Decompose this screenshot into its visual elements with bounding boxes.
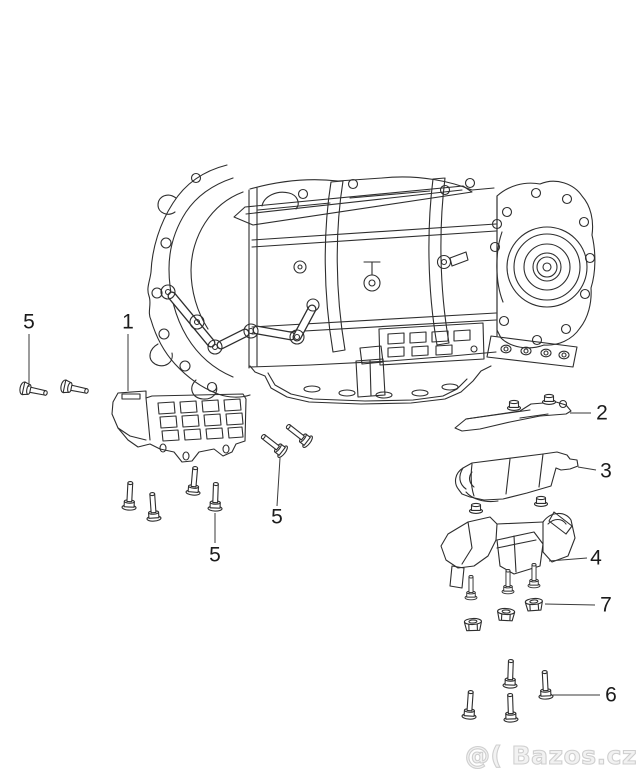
stud-bolt — [533, 495, 549, 507]
spacer-plate-part-2 — [454, 393, 572, 432]
oil-pan — [249, 345, 492, 405]
bolt — [461, 689, 479, 721]
bolt — [144, 491, 162, 523]
stud-bolt — [468, 502, 484, 514]
bazos-watermark: @( Bazos.cz — [464, 740, 637, 770]
callout-label-1: 1 — [122, 310, 134, 334]
leader-lines — [28, 334, 600, 696]
bolt — [502, 692, 519, 723]
fasteners — [18, 378, 554, 723]
callout-label-5-upper-left: 5 — [23, 310, 35, 334]
bell-housing — [147, 164, 251, 400]
main-case — [233, 176, 503, 369]
bolt — [282, 419, 315, 450]
callout-label-6: 6 — [605, 683, 617, 707]
stud-bolt — [541, 393, 557, 405]
stud-bolt — [506, 399, 522, 411]
transmission-assembly — [147, 164, 596, 405]
bolt — [121, 480, 138, 512]
callout-label-2: 2 — [596, 401, 608, 425]
tail-housing — [486, 180, 596, 368]
callout-label-3: 3 — [600, 459, 612, 483]
support-bracket-part-3 — [454, 451, 579, 503]
callout-label-7: 7 — [600, 593, 612, 617]
bolt — [537, 669, 554, 701]
nut — [463, 617, 483, 632]
callout-label-5-middle: 5 — [271, 505, 283, 529]
bolt — [18, 380, 50, 401]
nut — [496, 607, 516, 622]
transmission-mount-part-4 — [440, 495, 576, 601]
bolt — [185, 465, 203, 497]
bolt — [207, 481, 224, 512]
shift-linkage — [160, 284, 320, 355]
mount-stud — [464, 575, 478, 601]
callout-label-5-lower: 5 — [209, 543, 221, 567]
mount-bracket-part-1 — [111, 390, 247, 463]
callout-label-4: 4 — [590, 546, 602, 570]
nut — [524, 597, 544, 612]
bolt — [257, 429, 290, 460]
solenoid-block — [378, 322, 485, 366]
bolt — [502, 658, 519, 689]
bolt — [59, 378, 91, 399]
